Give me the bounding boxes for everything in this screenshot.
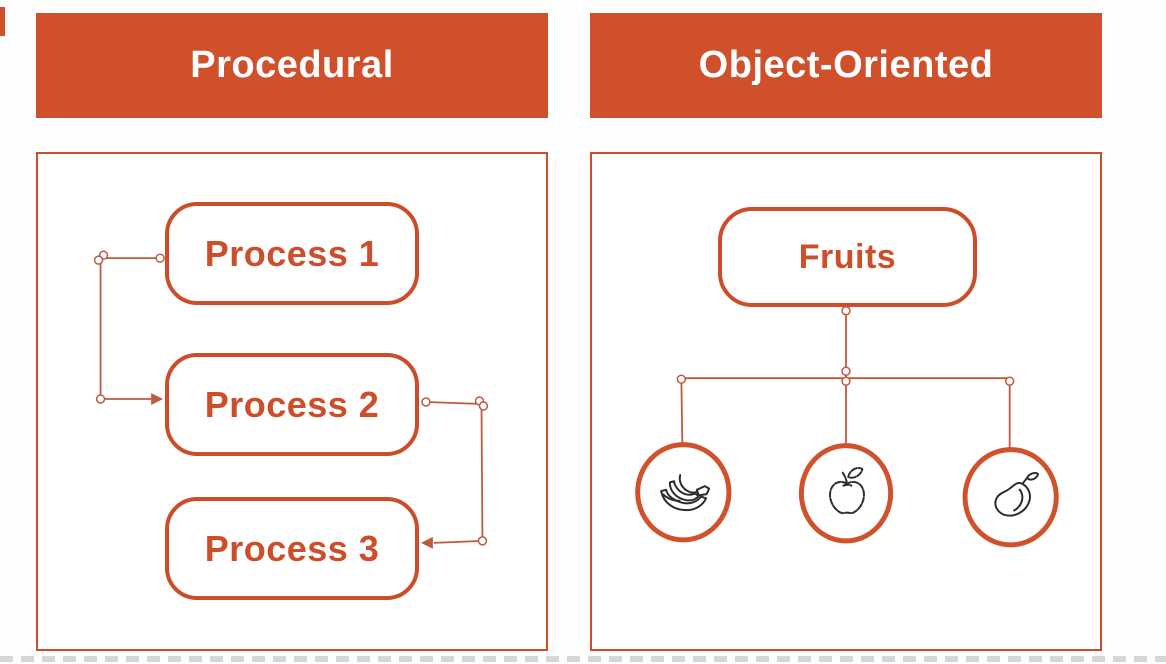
object-oriented-tree (635, 305, 1059, 548)
bananas-object-circle (635, 442, 732, 543)
fruits-label: Fruits (798, 237, 897, 276)
procedural-header: Procedural (36, 13, 548, 118)
anchor-handle (1004, 376, 1015, 386)
anchor-handle (841, 376, 851, 386)
procedural-panel: Process 1 Process 2 Process 3 (36, 152, 548, 651)
anchor-handle (95, 394, 106, 404)
process-2-node: Process 2 (165, 353, 419, 456)
object-oriented-header-label: Object-Oriented (698, 44, 994, 86)
process-2-label: Process 2 (204, 383, 380, 425)
arrow-into-process-3 (420, 536, 433, 549)
bottom-dashed-line (0, 656, 1166, 662)
process-3-label: Process 3 (204, 527, 380, 569)
object-oriented-header: Object-Oriented (590, 13, 1102, 118)
apple-icon (829, 466, 865, 515)
process-3-node: Process 3 (165, 497, 419, 600)
anchor-handle (93, 255, 104, 265)
arrow-into-process-2 (151, 393, 164, 405)
anchor-handle (155, 253, 165, 263)
procedural-connectors (93, 250, 489, 549)
process-1-node: Process 1 (165, 202, 419, 305)
object-oriented-panel: Fruits (590, 152, 1102, 651)
fruits-class-node: Fruits (718, 207, 977, 307)
anchor-handle (841, 366, 851, 376)
bananas-icon (660, 474, 711, 512)
mango-object-circle (962, 447, 1059, 548)
anchor-handle (841, 306, 851, 316)
anchor-handle (478, 401, 489, 411)
procedural-header-label: Procedural (190, 44, 394, 86)
cropped-edge-artifact (0, 7, 5, 36)
mango-icon (994, 472, 1040, 517)
apple-object-circle (798, 443, 894, 544)
anchor-handle (421, 397, 431, 407)
anchor-handle (477, 536, 488, 546)
process-1-label: Process 1 (204, 232, 380, 274)
anchor-handle (676, 374, 687, 384)
